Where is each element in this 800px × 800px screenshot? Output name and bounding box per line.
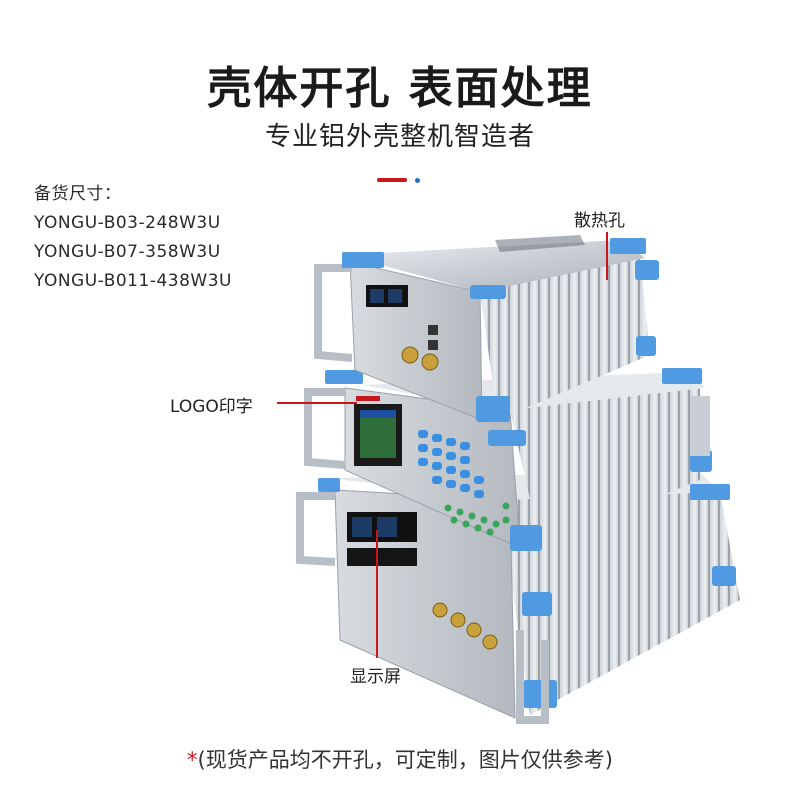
corner-guard (488, 430, 526, 446)
chassis-top-side (480, 258, 650, 420)
callout-display-line (376, 530, 378, 658)
footer-text: (现货产品均不开孔，可定制，图片仅供参考) (197, 748, 613, 772)
stock-size-list: 备货尺寸： YONGU-B03-248W3U YONGU-B07-358W3U … (34, 180, 232, 296)
logo-print (356, 396, 380, 401)
connector-icon (401, 346, 419, 364)
page-subtitle: 专业铝外壳整机智造者 (264, 122, 535, 152)
corner-guard (342, 252, 384, 268)
title-divider (377, 178, 420, 183)
corner-guard (712, 566, 736, 586)
callout-logo: LOGO印字 (170, 397, 253, 417)
callout-vents-line (606, 232, 608, 280)
connector-icon (421, 353, 439, 371)
chassis-bottom-handle (296, 492, 336, 566)
corner-guard (690, 484, 730, 500)
corner-guard (510, 525, 542, 551)
divider-red-bar (377, 178, 407, 182)
corner-guard (325, 370, 363, 384)
corner-guard (523, 680, 557, 708)
corner-guard (476, 396, 510, 422)
chassis-top-handle (314, 264, 353, 362)
corner-guard (636, 336, 656, 356)
chassis-bottom-handle-right (516, 630, 549, 724)
divider-blue-dot (415, 178, 420, 183)
chassis-middle (304, 368, 712, 551)
corner-guard (662, 368, 702, 384)
connector-icon (466, 622, 482, 638)
corner-guard (318, 478, 340, 492)
connector-icon (432, 602, 448, 618)
chassis-top (314, 235, 659, 422)
corner-guard (610, 238, 646, 254)
vent-dots (444, 502, 510, 536)
footer-note: *(现货产品均不开孔，可定制，图片仅供参考) (0, 744, 800, 774)
corner-guard (522, 592, 552, 616)
callout-display: 显示屏 (350, 667, 401, 687)
model-item: YONGU-B07-358W3U (34, 242, 221, 262)
model-item: YONGU-B011-438W3U (34, 271, 232, 291)
connector-icon (450, 612, 466, 628)
model-item: YONGU-B03-248W3U (34, 213, 221, 233)
corner-guard (470, 285, 506, 299)
top-vent-slot (495, 235, 585, 252)
callout-vents: 散热孔 (574, 211, 625, 231)
page-title: 壳体开孔 表面处理 (207, 63, 593, 114)
connector-icon (482, 634, 498, 650)
keypad (418, 430, 484, 498)
stock-size-label: 备货尺寸： (34, 184, 122, 204)
chassis-middle-side (510, 388, 700, 545)
chassis-bottom (296, 472, 740, 724)
chassis-bottom-side (500, 492, 740, 715)
chassis-middle-handle (304, 388, 346, 469)
footer-asterisk: * (187, 748, 198, 772)
corner-guard (635, 260, 659, 280)
chassis-top-cover (345, 240, 645, 292)
callout-logo-line (277, 402, 357, 404)
